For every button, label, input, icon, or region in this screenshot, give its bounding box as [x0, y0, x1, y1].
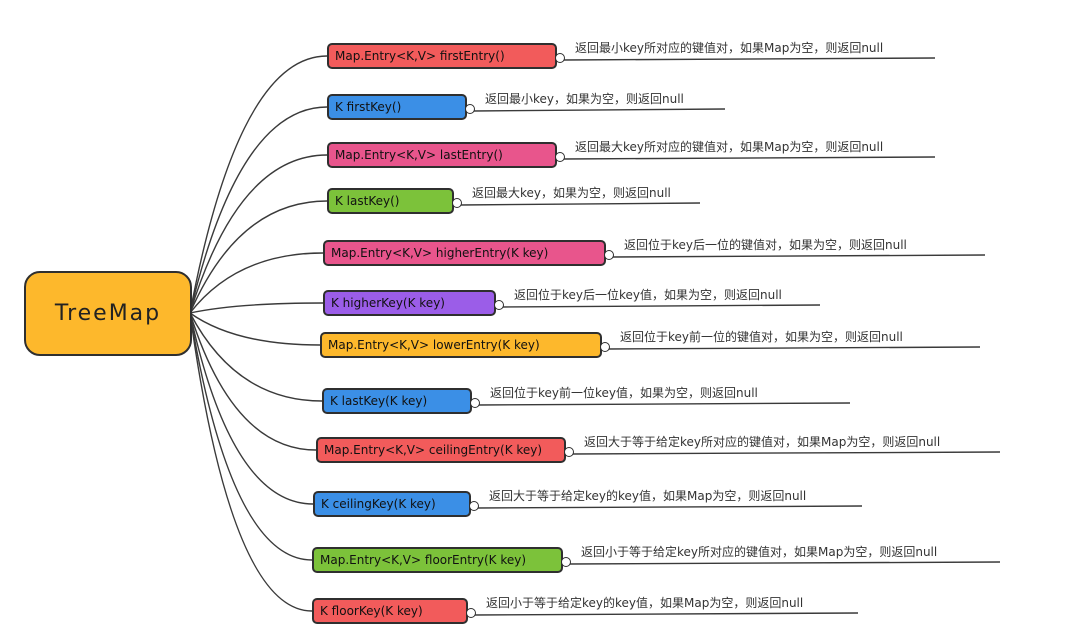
- description-underline: [562, 156, 936, 160]
- description-underline: [568, 561, 1001, 565]
- method-signature: K floorKey(K key): [320, 604, 423, 618]
- method-node: Map.Entry<K,V> lastEntry(): [327, 142, 557, 168]
- connector-line: [189, 312, 313, 612]
- description-underline: [607, 346, 981, 350]
- connector-line: [189, 312, 313, 561]
- method-signature: K ceilingKey(K key): [321, 497, 436, 511]
- connector-line: [189, 312, 317, 451]
- method-signature: Map.Entry<K,V> floorEntry(K key): [320, 553, 527, 567]
- method-node: K lastKey(K key): [322, 388, 472, 414]
- method-node: Map.Entry<K,V> floorEntry(K key): [312, 547, 563, 573]
- description-underline: [571, 451, 1001, 455]
- connector-line: [189, 200, 328, 314]
- method-signature: K firstKey(): [335, 100, 402, 114]
- method-node: K ceilingKey(K key): [313, 491, 471, 517]
- method-node: Map.Entry<K,V> higherEntry(K key): [323, 240, 606, 266]
- method-description: 返回小于等于给定key的key值，如果Map为空，则返回null: [486, 596, 804, 610]
- connector-dot: [561, 557, 571, 567]
- method-description: 返回位于key后一位key值，如果为空，则返回null: [514, 288, 782, 302]
- connector-dot: [600, 342, 610, 352]
- connector-line: [189, 154, 328, 314]
- method-description: 返回最大key所对应的键值对，如果Map为空，则返回null: [575, 140, 884, 154]
- description-underline: [459, 202, 701, 206]
- method-node: K lastKey(): [327, 188, 454, 214]
- method-node: K higherKey(K key): [323, 290, 496, 316]
- method-description: 返回最小key所对应的键值对，如果Map为空，则返回null: [575, 41, 884, 55]
- connector-dot: [466, 608, 476, 618]
- method-signature: Map.Entry<K,V> lowerEntry(K key): [328, 338, 540, 352]
- connector-line: [189, 312, 314, 505]
- description-underline: [477, 402, 851, 406]
- method-signature: Map.Entry<K,V> firstEntry(): [335, 49, 505, 63]
- description-underline: [611, 254, 986, 258]
- method-node: Map.Entry<K,V> firstEntry(): [327, 43, 557, 69]
- description-underline: [476, 505, 863, 509]
- connector-dot: [452, 198, 462, 208]
- method-description: 返回位于key后一位的键值对，如果为空，则返回null: [624, 238, 907, 252]
- connector-dot: [470, 398, 480, 408]
- connector-line: [189, 312, 321, 346]
- connector-line: [189, 302, 324, 314]
- method-description: 返回位于key前一位的键值对，如果为空，则返回null: [620, 330, 903, 344]
- method-signature: Map.Entry<K,V> higherEntry(K key): [331, 246, 549, 260]
- connector-line: [189, 312, 323, 402]
- root-node-treemap: TreeMap: [24, 271, 192, 356]
- description-underline: [501, 304, 821, 308]
- method-signature: K lastKey(K key): [330, 394, 428, 408]
- method-description: 返回大于等于给定key所对应的键值对，如果Map为空，则返回null: [584, 435, 941, 449]
- connector-line: [189, 55, 328, 314]
- method-description: 返回最小key，如果为空，则返回null: [485, 92, 684, 106]
- connector-dot: [555, 53, 565, 63]
- description-underline: [562, 57, 936, 61]
- method-node: Map.Entry<K,V> ceilingEntry(K key): [316, 437, 566, 463]
- connector-dot: [469, 501, 479, 511]
- method-description: 返回小于等于给定key所对应的键值对，如果Map为空，则返回null: [581, 545, 938, 559]
- connector-dot: [465, 104, 475, 114]
- method-description: 返回最大key，如果为空，则返回null: [472, 186, 671, 200]
- method-node: K firstKey(): [327, 94, 467, 120]
- method-node: K floorKey(K key): [312, 598, 468, 624]
- method-description: 返回大于等于给定key的key值，如果Map为空，则返回null: [489, 489, 807, 503]
- method-description: 返回位于key前一位key值，如果为空，则返回null: [490, 386, 758, 400]
- method-signature: K lastKey(): [335, 194, 400, 208]
- connector-line: [189, 252, 324, 314]
- method-signature: K higherKey(K key): [331, 296, 445, 310]
- root-label: TreeMap: [54, 301, 162, 326]
- connector-line: [189, 106, 328, 314]
- method-signature: Map.Entry<K,V> ceilingEntry(K key): [324, 443, 543, 457]
- method-signature: Map.Entry<K,V> lastEntry(): [335, 148, 503, 162]
- description-underline: [472, 108, 726, 112]
- connector-dot: [564, 447, 574, 457]
- description-underline: [473, 612, 859, 616]
- method-node: Map.Entry<K,V> lowerEntry(K key): [320, 332, 602, 358]
- connector-dot: [604, 250, 614, 260]
- connector-dot: [555, 152, 565, 162]
- connector-dot: [494, 300, 504, 310]
